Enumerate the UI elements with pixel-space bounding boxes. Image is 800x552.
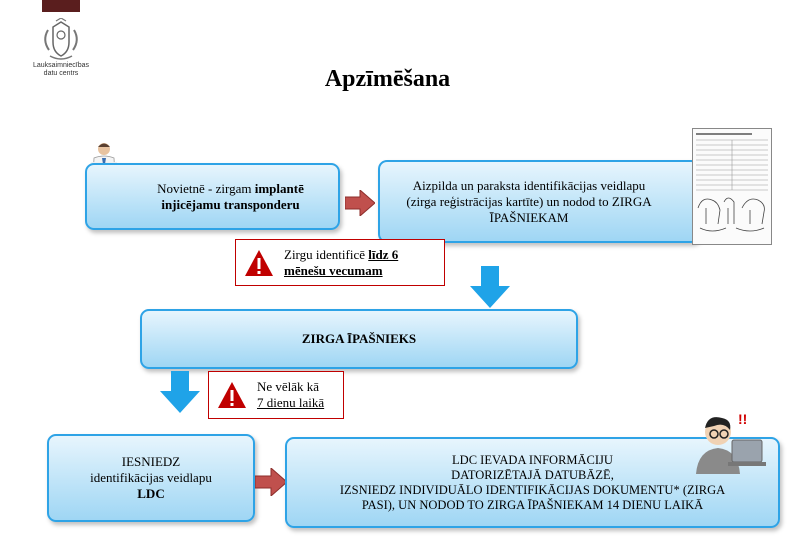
right-arrow-icon [345,190,375,216]
deadline-warning: Ne vēlāk kā 7 dienu laikā [208,371,344,419]
page-title: Apzīmēšana [324,66,451,92]
right-arrow-icon [255,468,287,496]
warning2-line1: Ne vēlāk kā [257,379,320,394]
computer-worker-icon: !! [696,411,766,474]
box1-text-bold2: injicējamu transponderu [161,196,300,212]
box4-line3: IZSNIEDZ INDIVIDUĀLO IDENTIFIKĀCIJAS DOK… [339,482,726,497]
coat-of-arms-icon [44,18,78,60]
down-arrow-icon [160,371,200,413]
box4-line4: PASI), UN NODOD TO ZIRGA ĪPAŠNIEKAM 14 D… [361,497,704,512]
submit-form-box: IESNIEDZ identifikācijas veidlapu LDC [47,434,255,522]
box3-line2: identifikācijas veidlapu [90,470,212,485]
svg-text:!!: !! [738,411,747,427]
registration-card-icon [692,128,772,245]
ldc-database-box: LDC IEVADA INFORMĀCIJU DATORIZĒTAJĀ DATU… [285,437,780,528]
horse-owner-box: ZIRGA ĪPAŠNIEKS [140,309,578,369]
warning1-text-bold1: līdz 6 [368,246,399,262]
down-arrow-icon [470,266,510,308]
box4-line1: LDC IEVADA INFORMĀCIJU [452,452,613,467]
box3-line1: IESNIEDZ [121,454,181,469]
box4-line2: DATORIZĒTAJĀ DATUBĀZĒ, [451,467,614,482]
warning2-line2: 7 dienu laikā [257,395,325,410]
box3-line3: LDC [137,486,165,501]
logo-text-line1: Lauksaimniecības [32,62,90,69]
box2-line2: (zirga reģistrācijas kartīte) un nodod t… [406,193,652,209]
warning1-text-bold2: mēnešu vecumam [284,262,383,278]
box2-line3: ĪPAŠNIEKAM [489,209,569,225]
logo-text-line2: datu centrs [43,70,79,77]
logo-text: Lauksaimniecības datu centrs [22,62,100,78]
logo-top-bar [42,0,80,12]
box2-line1: Aizpilda un paraksta identifikācijas vei… [412,177,646,193]
warning-icon [218,382,246,408]
age-warning: Zirgu identificē līdz 6 mēnešu vecumam [235,239,445,286]
identification-form-box: Aizpilda un paraksta identifikācijas vei… [378,160,700,243]
owner-box-label: ZIRGA ĪPAŠNIEKS [301,331,417,346]
box1-text-bold1: implantē [254,180,304,196]
box1-text-plain: Novietnē - zirgam [157,180,255,196]
warning-icon [245,249,273,276]
implant-transponder-box: Novietnē - zirgam implantē injicējamu tr… [85,163,340,230]
warning1-text-plain: Zirgu identificē [284,246,369,262]
